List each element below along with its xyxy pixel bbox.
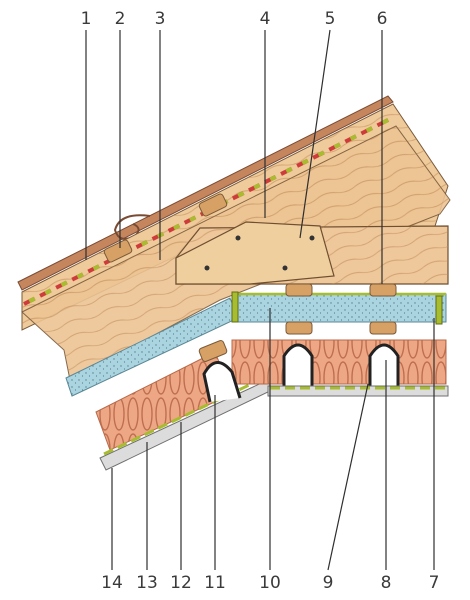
callout-5: 5 (325, 9, 336, 29)
flat-assembly (175, 221, 449, 403)
top-batten-left (103, 239, 133, 263)
callout-3: 3 (155, 9, 166, 29)
callout-10: 10 (259, 573, 281, 593)
bottom-callouts: 14 13 12 11 10 9 8 7 (101, 573, 439, 593)
hanger-clip-c (202, 361, 242, 403)
callout-9: 9 (323, 573, 334, 593)
top-batten-right (198, 193, 228, 217)
standing-seam-fold (113, 214, 151, 240)
callout-2: 2 (115, 9, 126, 29)
callout-1: 1 (81, 9, 92, 29)
callout-8: 8 (381, 573, 392, 593)
callout-4: 4 (260, 9, 271, 29)
callout-13: 13 (136, 573, 158, 593)
callout-6: 6 (377, 9, 388, 29)
beam-end-block (175, 221, 335, 285)
leader-lines (85, 29, 435, 571)
callout-14: 14 (101, 573, 123, 593)
hanger-clip-a (282, 343, 314, 388)
flat-lining (267, 385, 449, 397)
callout-7: 7 (429, 573, 440, 593)
top-callouts: 1 2 3 4 5 6 (81, 9, 388, 29)
callout-11: 11 (204, 573, 226, 593)
hanger-clip-b (368, 343, 400, 388)
callout-12: 12 (170, 573, 192, 593)
